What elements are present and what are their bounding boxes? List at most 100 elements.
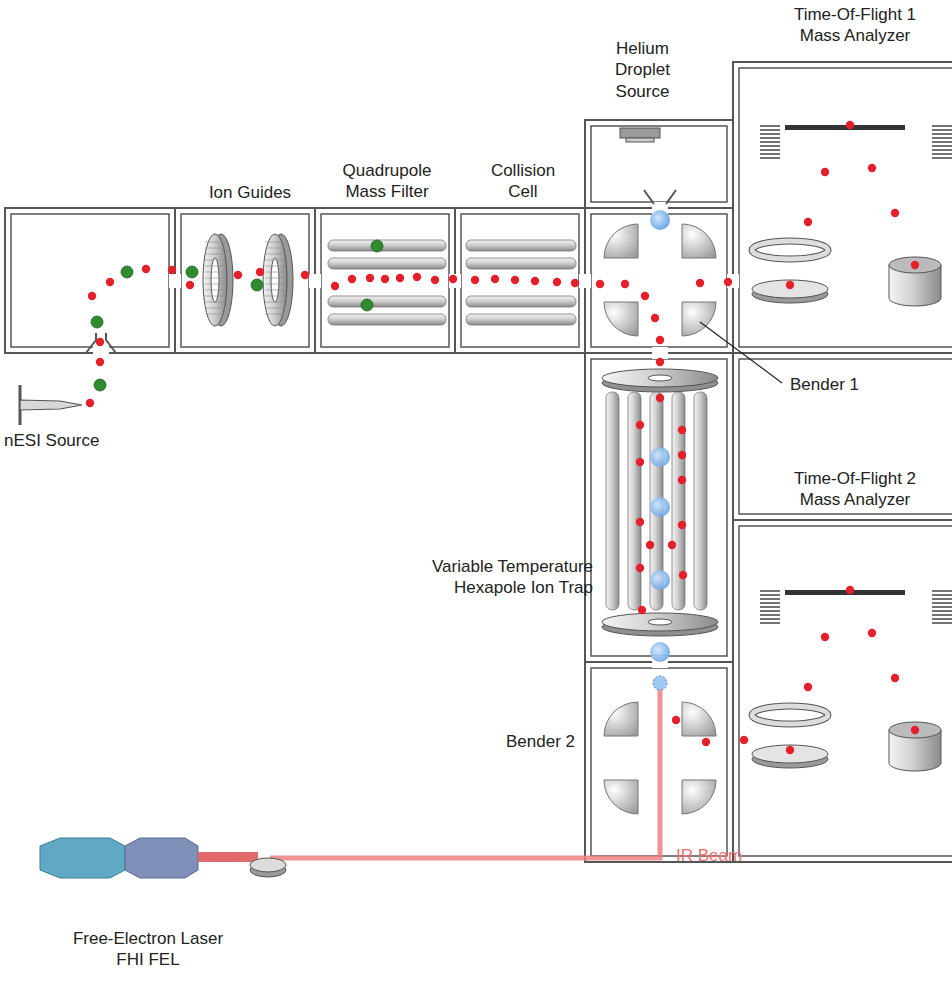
ion	[891, 209, 899, 217]
irradiated-droplet	[653, 676, 667, 690]
reflectron-stack	[932, 141, 952, 143]
ion	[672, 716, 680, 724]
reflectron-stack	[760, 606, 780, 608]
ion	[678, 426, 686, 434]
ring-grooves	[265, 308, 285, 309]
ion	[656, 336, 664, 344]
chamber-wall	[5, 208, 175, 353]
reflectron-stack	[932, 602, 952, 604]
extraction-ring	[752, 241, 828, 259]
laser-label: Free-Electron Laser FHI FEL	[58, 928, 238, 971]
ion	[868, 164, 876, 172]
ion	[571, 279, 579, 287]
ion	[636, 458, 644, 466]
ion	[596, 280, 604, 288]
ring-grooves	[205, 290, 225, 291]
bender-electrode	[682, 224, 716, 258]
trap-endcap	[602, 613, 718, 631]
undulator	[40, 838, 125, 878]
ring-grooves	[265, 254, 285, 255]
ion	[96, 358, 104, 366]
extraction-ring	[752, 706, 828, 724]
inlet-capillary	[86, 333, 116, 353]
ion	[234, 271, 242, 279]
extraction-plate	[752, 745, 828, 763]
beam-label: IR Beam	[676, 845, 776, 866]
chamber-wall	[181, 214, 309, 347]
doped-droplet	[650, 642, 670, 662]
ion	[636, 421, 644, 429]
ring-grooves	[205, 302, 225, 303]
trap-endcap	[648, 619, 672, 625]
aperture	[449, 274, 461, 288]
aperture	[652, 347, 668, 359]
ion	[656, 394, 664, 402]
filtered-ion	[251, 279, 263, 291]
reflectron-stack	[760, 133, 780, 135]
filtered-ion	[121, 266, 133, 278]
ion	[431, 276, 439, 284]
chamber-wall	[739, 526, 952, 856]
ion	[804, 218, 812, 226]
ring-grooves	[265, 290, 285, 291]
extraction-ring	[752, 241, 828, 259]
ring-grooves	[205, 242, 225, 243]
filtered-ion	[361, 299, 373, 311]
ion	[142, 265, 150, 273]
ion	[331, 282, 339, 290]
ion-guide-ring	[263, 234, 287, 326]
ring-grooves	[265, 302, 285, 303]
bender-electrode	[604, 702, 638, 736]
ion	[846, 121, 854, 129]
chamber-wall	[315, 208, 455, 353]
undulator	[125, 838, 198, 878]
trap-endcap	[648, 375, 672, 381]
bender-electrode	[604, 780, 638, 814]
nesi-emitter	[20, 400, 82, 410]
reflectron-plate	[785, 125, 905, 130]
chamber-wall	[585, 120, 733, 208]
ring-grooves	[205, 296, 225, 297]
ion	[696, 279, 704, 287]
ion	[449, 275, 457, 283]
ion	[804, 683, 812, 691]
reflectron-stack	[760, 590, 780, 592]
ion	[381, 275, 389, 283]
trap-endcap	[602, 369, 718, 387]
ion	[891, 674, 899, 682]
ring-grooves	[205, 260, 225, 261]
ring-grooves	[265, 248, 285, 249]
ion	[106, 278, 114, 286]
ion	[641, 292, 649, 300]
ion	[396, 274, 404, 282]
ion	[911, 261, 919, 269]
ion	[491, 275, 499, 283]
ion	[679, 571, 687, 579]
ring-grooves	[205, 278, 225, 279]
chamber-wall	[175, 208, 315, 353]
ion	[821, 168, 829, 176]
ion	[911, 726, 919, 734]
analyzer-label: Time-Of-Flight 1 Mass Analyzer	[780, 4, 930, 47]
reflectron-stack	[932, 133, 952, 135]
ion	[636, 564, 644, 572]
reflectron-stack	[760, 157, 780, 159]
reflectron-stack	[932, 610, 952, 612]
ion	[531, 277, 539, 285]
ion	[868, 629, 876, 637]
ion	[256, 268, 264, 276]
chamber-wall	[321, 214, 449, 347]
reflectron-stack	[760, 622, 780, 624]
chamber-wall	[11, 214, 169, 347]
reflectron-stack	[932, 590, 952, 592]
part-label: Quadrupole Mass Filter	[327, 160, 447, 203]
analyzer-label: Time-Of-Flight 2 Mass Analyzer	[780, 468, 930, 511]
reflectron-stack	[932, 622, 952, 624]
part-label: Ion Guides	[195, 182, 305, 203]
ring-grooves	[205, 248, 225, 249]
ion	[702, 738, 710, 746]
ion-guide-ring	[271, 258, 279, 302]
ion	[786, 746, 794, 754]
reflectron-stack	[932, 129, 952, 131]
ir-beam	[270, 690, 660, 858]
